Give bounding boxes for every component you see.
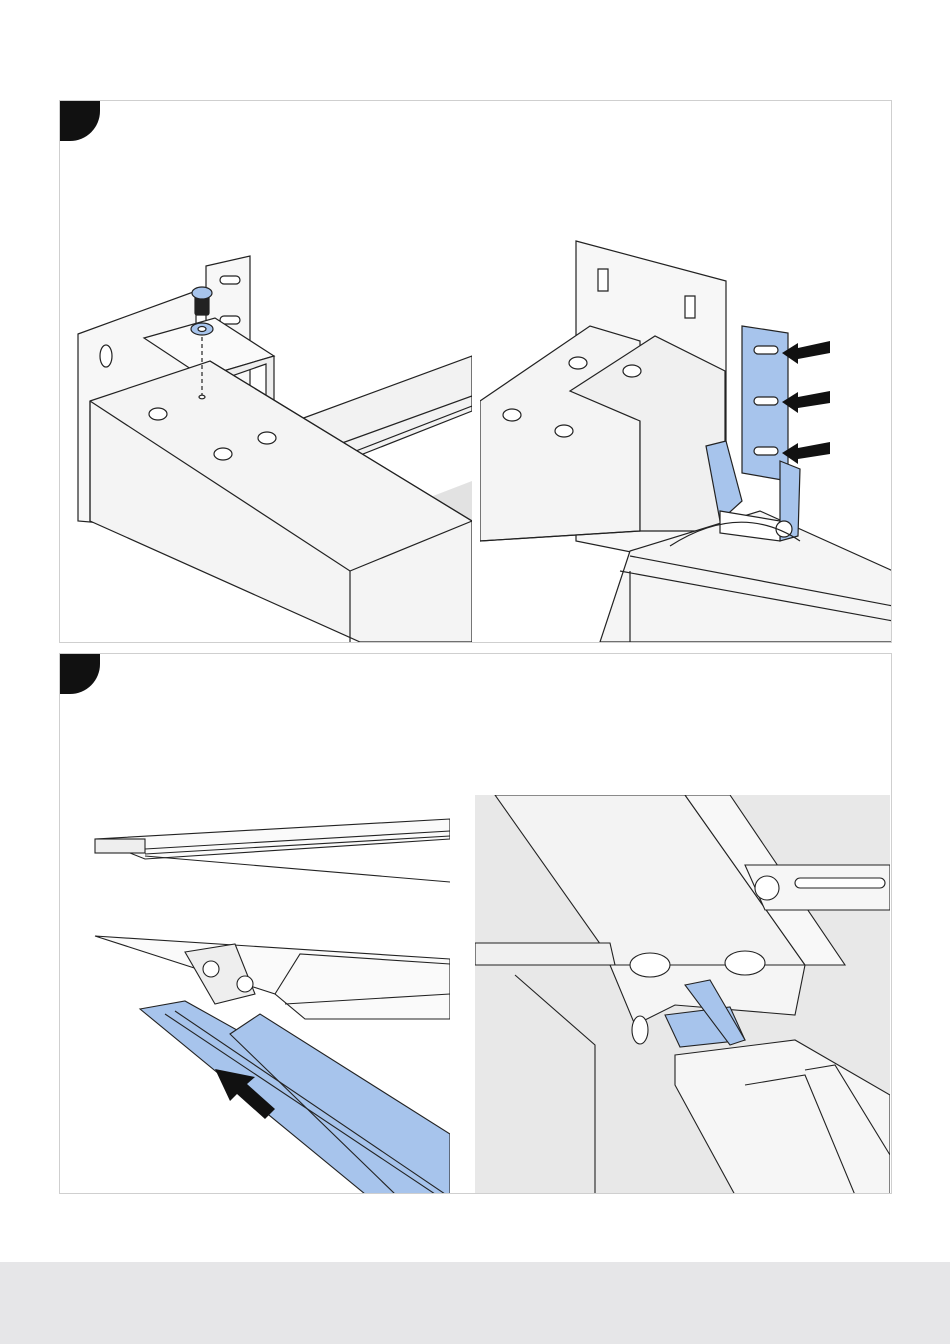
arrow-icon: [782, 391, 830, 413]
hinge-bracket-illustration: [480, 101, 892, 642]
clip-detail-illustration: [475, 795, 890, 1194]
step-number-tab: [60, 654, 100, 694]
rail-cover-illustration: [75, 794, 450, 1194]
step-panel-1: [59, 100, 892, 643]
step-panel-2: [59, 653, 892, 1194]
bolt-mounting-illustration: [60, 101, 472, 642]
arrow-icon: [782, 341, 830, 364]
footer-band: [0, 1262, 950, 1344]
arrow-icon: [782, 442, 830, 464]
